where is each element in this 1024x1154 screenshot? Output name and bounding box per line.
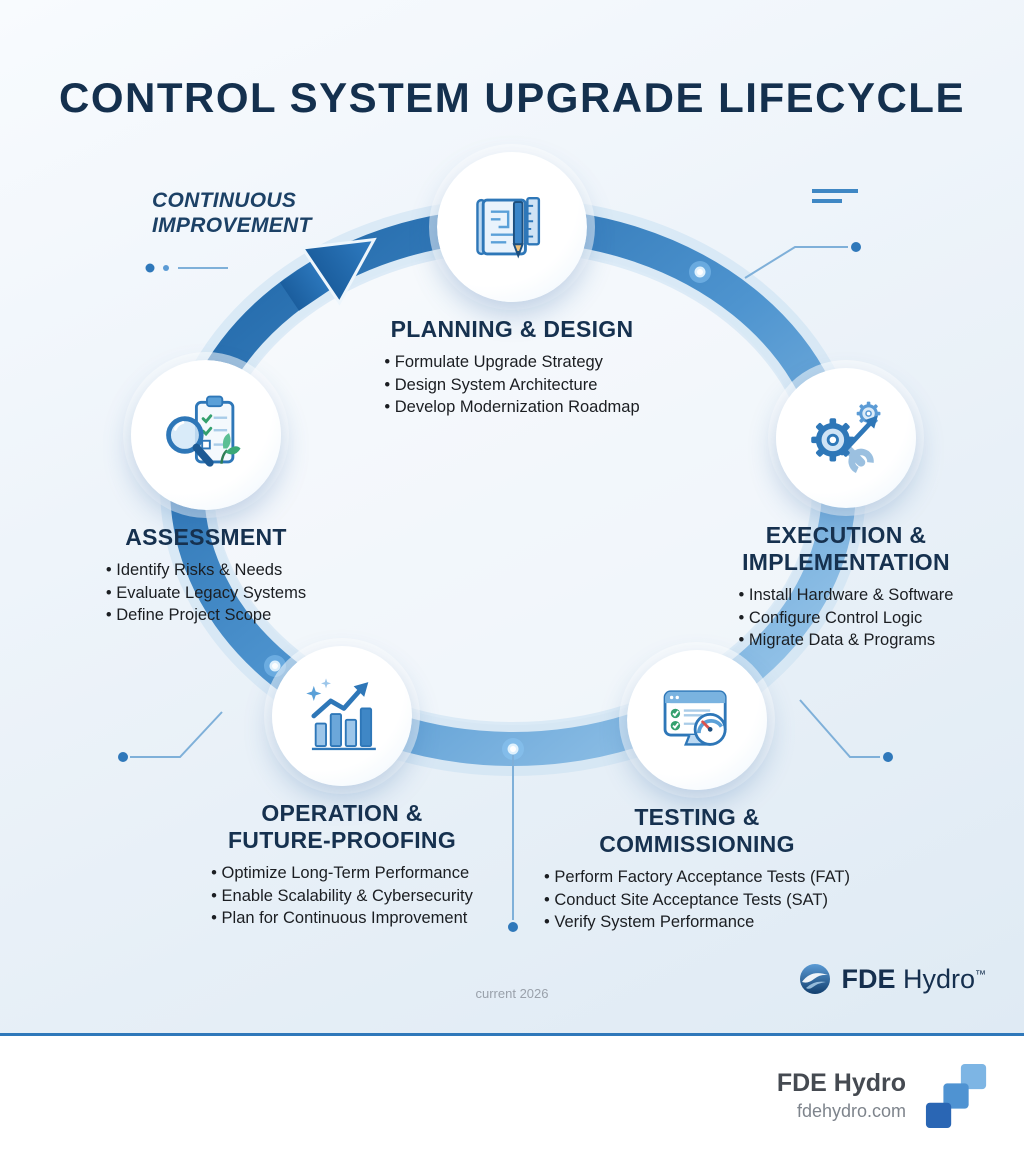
assessment-icon-circle	[131, 360, 281, 510]
glow-node	[264, 655, 286, 677]
bullet: Identify Risks & Needs	[106, 559, 306, 581]
stage-bullets: Identify Risks & Needs Evaluate Legacy S…	[106, 559, 306, 626]
brand-hydro: Hydro	[895, 963, 975, 994]
magnifier-clipboard-icon	[166, 395, 241, 467]
gears-wrench-arrow-icon	[811, 401, 881, 473]
footer-website: fdehydro.com	[796, 1100, 906, 1121]
circuit-decoration	[118, 189, 893, 932]
bullet: Enable Scalability & Cybersecurity	[211, 885, 473, 907]
testing-icon-circle	[627, 650, 767, 790]
execution-icon-circle	[776, 368, 916, 508]
fde-hydro-swirl-icon	[800, 964, 831, 994]
continuous-improvement-label: CONTINUOUS IMPROVEMENT	[152, 188, 312, 238]
stage-bullets: Install Hardware & Software Configure Co…	[739, 584, 954, 651]
cycle-arrow-icon	[280, 237, 377, 311]
footer-note: current 2026	[475, 986, 549, 1001]
footer-company-name: FDE Hydro	[776, 1068, 906, 1097]
brand-trademark: ™	[975, 968, 986, 981]
glow-node	[689, 261, 711, 283]
stage-title: EXECUTION & IMPLEMENTATION	[742, 522, 950, 576]
bullet: Plan for Continuous Improvement	[211, 907, 473, 929]
monitor-checklist-gauge-icon	[663, 690, 727, 746]
bullet: Evaluate Legacy Systems	[106, 582, 306, 604]
bullet: Define Project Scope	[106, 604, 306, 626]
stage-bullets: Perform Factory Acceptance Tests (FAT) C…	[544, 866, 850, 933]
stage-title: PLANNING & DESIGN	[390, 316, 634, 342]
bullet: Install Hardware & Software	[739, 584, 954, 606]
bullet: Migrate Data & Programs	[739, 629, 954, 651]
continuous-improvement-line2: IMPROVEMENT	[152, 214, 312, 238]
stage-title: OPERATION & FUTURE-PROOFING	[227, 800, 457, 854]
brand-wordmark: FDE Hydro™	[798, 962, 986, 996]
bullet: Conduct Site Acceptance Tests (SAT)	[544, 889, 850, 911]
planning-icon-circle	[437, 152, 587, 302]
stage-execution: EXECUTION & IMPLEMENTATION Install Hardw…	[676, 368, 1016, 652]
footer-bar: FDE Hydro fdehydro.com	[0, 1033, 1024, 1154]
bullet: Configure Control Logic	[739, 607, 954, 629]
brand-fde: FDE	[841, 963, 896, 994]
bullet: Develop Modernization Roadmap	[384, 396, 640, 418]
growth-bars-arrow-icon	[306, 678, 376, 751]
footer-textblock: FDE Hydro fdehydro.com	[777, 1069, 906, 1122]
stage-title: TESTING & COMMISSIONING	[599, 804, 795, 858]
blueprint-pencil-ruler-icon	[476, 197, 541, 259]
bullet: Optimize Long-Term Performance	[211, 862, 473, 884]
page-title: CONTROL SYSTEM UPGRADE LIFECYCLE	[59, 74, 965, 122]
stage-operation: OPERATION & FUTURE-PROOFING Optimize Lon…	[112, 646, 572, 930]
bullet: Formulate Upgrade Strategy	[384, 351, 639, 373]
brand-text: FDE Hydro™	[841, 964, 986, 995]
stage-planning: PLANNING & DESIGN Formulate Upgrade Stra…	[262, 152, 762, 418]
stage-title: ASSESSMENT	[125, 524, 287, 550]
operation-icon-circle	[272, 646, 412, 786]
stage-assessment: ASSESSMENT Identify Risks & Needs Evalua…	[6, 360, 406, 626]
glow-node	[502, 738, 524, 760]
bullet: Verify System Performance	[544, 911, 850, 933]
continuous-improvement-line1: CONTINUOUS	[152, 189, 297, 212]
bullet: Design System Architecture	[384, 374, 639, 396]
ring-inner-fill	[213, 249, 813, 725]
fde-hydro-squares-icon	[925, 1063, 987, 1128]
stage-bullets: Optimize Long-Term Performance Enable Sc…	[211, 862, 473, 929]
stage-testing: TESTING & COMMISSIONING Perform Factory …	[467, 650, 927, 934]
stage-bullets: Formulate Upgrade Strategy Design System…	[384, 351, 640, 418]
bullet: Perform Factory Acceptance Tests (FAT)	[544, 866, 850, 888]
